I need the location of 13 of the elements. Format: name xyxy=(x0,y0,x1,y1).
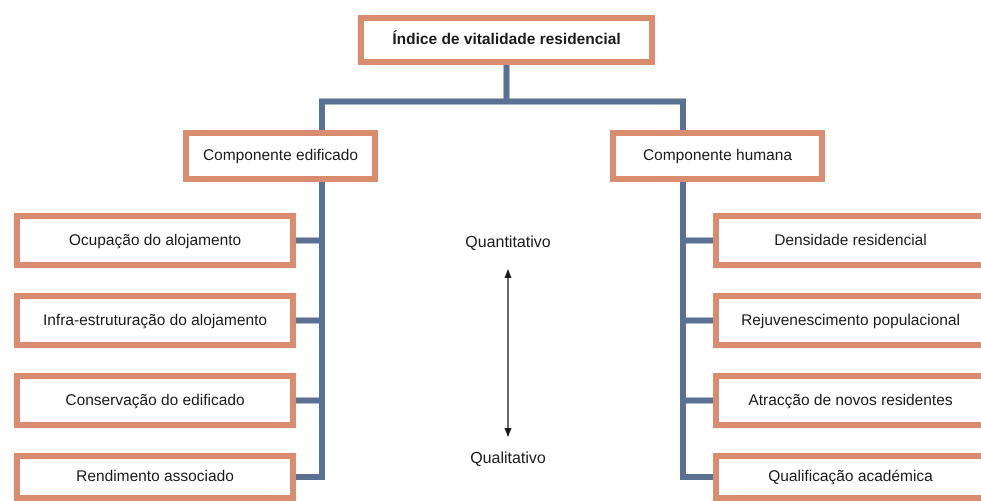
component-box: Componente humana xyxy=(610,130,825,182)
scale-label: Qualitativo xyxy=(470,450,546,468)
indicator-box: Atracção de novos residentes xyxy=(713,373,981,428)
indicator-box: Densidade residencial xyxy=(713,213,981,268)
indicator-box: Qualificação académica xyxy=(713,453,981,501)
scale-label: Quantitativo xyxy=(465,234,551,252)
component-box: Componente edificado xyxy=(183,130,378,182)
indicator-box: Infra-estruturação do alojamento xyxy=(14,293,296,348)
indicator-box: Rendimento associado xyxy=(14,453,296,501)
indicator-box: Ocupação do alojamento xyxy=(14,213,296,268)
root-box: Índice de vitalidade residencial xyxy=(358,15,655,65)
indicator-box: Conservação do edificado xyxy=(14,373,296,428)
indicator-box: Rejuvenescimento populacional xyxy=(713,293,981,348)
